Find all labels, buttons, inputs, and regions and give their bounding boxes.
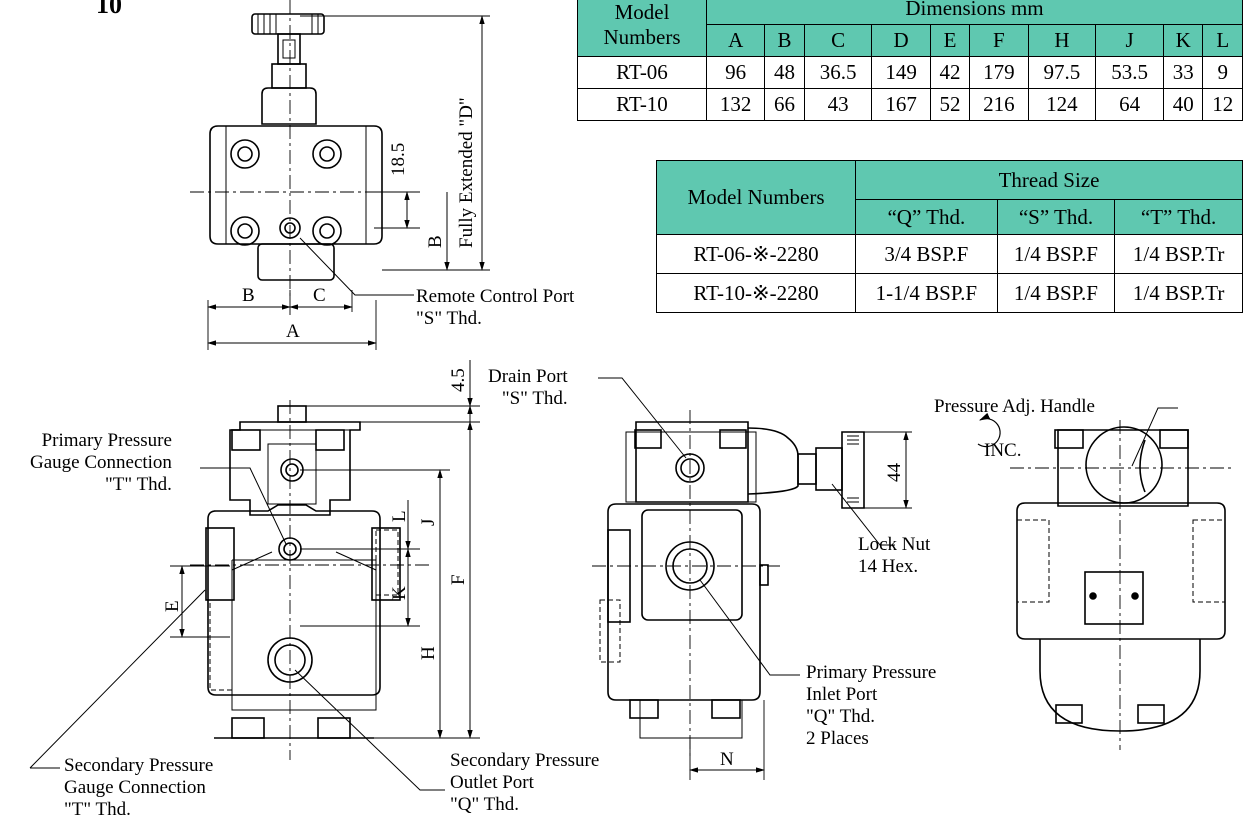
col-header: J [1095, 24, 1164, 57]
bolt-icon [230, 139, 342, 246]
table-row: Model Numbers Thread Size [656, 160, 1243, 235]
value-cell: 42 [929, 56, 971, 89]
dim-k-label: K [389, 586, 410, 600]
value-cell: 96 [705, 56, 766, 89]
value-cell: 149 [871, 56, 931, 89]
value-cell: 124 [1027, 88, 1097, 121]
model-numbers-header: Model Numbers [656, 160, 856, 235]
primary-gauge-label: Primary Pressure Gauge Connection "T" Th… [30, 430, 172, 495]
value-cell: 43 [803, 88, 873, 121]
value-cell: 64 [1095, 88, 1164, 121]
col-header: F [969, 24, 1029, 57]
value-cell: 179 [969, 56, 1029, 89]
value-cell: 132 [705, 88, 766, 121]
value-cell: 1/4 BSP.F [996, 234, 1116, 274]
value-cell: 3/4 BSP.F [855, 234, 998, 274]
dimensions-table: Model Numbers Dimensions mm A B C D E F … [577, 0, 1243, 121]
drain-port-label: Drain Port "S" Thd. [488, 366, 568, 409]
table-row: RT-06-※-2280 3/4 BSP.F 1/4 BSP.F 1/4 BSP… [656, 234, 1243, 274]
table-row: RT-10 132 66 43 167 52 216 124 64 40 12 [577, 88, 1243, 121]
value-cell: 52 [929, 88, 971, 121]
value-cell: 216 [969, 88, 1029, 121]
secondary-outlet-label: Secondary Pressure Outlet Port "Q" Thd. [450, 750, 600, 815]
primary-inlet-label: Primary Pressure Inlet Port "Q" Thd. 2 P… [806, 662, 937, 749]
inc-label: INC. [984, 440, 1022, 461]
col-header: D [871, 24, 931, 57]
col-header: “S” Thd. [996, 199, 1116, 235]
model-cell: RT-06 [577, 56, 707, 89]
value-cell: 48 [764, 56, 805, 89]
value-cell: 40 [1162, 88, 1204, 121]
dim-18-5-label: 18.5 [388, 142, 409, 176]
model-cell: RT-06-※-2280 [656, 234, 856, 274]
dim-4-5-label: 4.5 [448, 368, 469, 392]
remote-control-port-label: Remote Control Port "S" Thd. [416, 286, 575, 329]
pressure-adj-handle-label: Pressure Adj. Handle [934, 396, 1095, 417]
lock-nut-label: Lock Nut 14 Hex. [858, 534, 931, 577]
value-cell: 1/4 BSP.Tr [1114, 234, 1243, 274]
dim-c-label: C [313, 285, 326, 306]
value-cell: 66 [764, 88, 805, 121]
value-cell: 1/4 BSP.F [996, 273, 1116, 313]
thread-size-table: Model Numbers Thread Size “Q” Thd. “S” T… [656, 160, 1243, 313]
dim-n-label: N [720, 749, 734, 770]
model-cell: RT-10-※-2280 [656, 273, 856, 313]
value-cell: 97.5 [1027, 56, 1097, 89]
thread-size-header: Thread Size [855, 160, 1243, 200]
secondary-gauge-label: Secondary Pressure Gauge Connection "T" … [64, 755, 214, 820]
value-cell: 12 [1202, 88, 1243, 121]
col-header: E [929, 24, 971, 57]
col-header: H [1027, 24, 1097, 57]
value-cell: 1/4 BSP.Tr [1114, 273, 1243, 313]
dim-44-label: 44 [884, 463, 905, 482]
table-row: Model Numbers Dimensions mm [577, 0, 1243, 57]
dimensions-header: Dimensions mm [706, 0, 1243, 25]
dim-b-vertical-label: B [425, 235, 446, 248]
col-header: L [1202, 24, 1243, 57]
dim-j-label: J [418, 518, 439, 526]
figure-number: 10 [96, 0, 122, 19]
dim-h-label: H [418, 646, 439, 660]
col-header: C [803, 24, 873, 57]
model-numbers-header: Model Numbers [577, 0, 707, 57]
side-view [592, 377, 912, 780]
table-row: RT-06 96 48 36.5 149 42 179 97.5 53.5 33… [577, 56, 1243, 89]
dim-a-label: A [286, 321, 300, 342]
table-row: RT-10-※-2280 1-1/4 BSP.F 1/4 BSP.F 1/4 B… [656, 273, 1243, 313]
value-cell: 167 [871, 88, 931, 121]
col-header: “Q” Thd. [855, 199, 998, 235]
col-header: B [764, 24, 805, 57]
value-cell: 53.5 [1095, 56, 1164, 89]
front-view [29, 360, 480, 791]
dim-b-label: B [242, 285, 255, 306]
value-cell: 1-1/4 BSP.F [855, 273, 998, 313]
value-cell: 36.5 [803, 56, 873, 89]
dim-e-label: E [162, 600, 183, 612]
value-cell: 33 [1162, 56, 1204, 89]
col-header: K [1162, 24, 1204, 57]
value-cell: 9 [1202, 56, 1243, 89]
rear-view [977, 407, 1235, 750]
model-cell: RT-10 [577, 88, 707, 121]
col-header: A [705, 24, 766, 57]
dim-l-label: L [389, 510, 410, 522]
fully-extended-d-label: Fully Extended "D" [456, 97, 477, 248]
top-view [190, 0, 490, 350]
col-header: “T” Thd. [1114, 199, 1243, 235]
dim-f-label: F [448, 574, 469, 585]
table-row: A B C D E F H J K L [578, 24, 1243, 57]
